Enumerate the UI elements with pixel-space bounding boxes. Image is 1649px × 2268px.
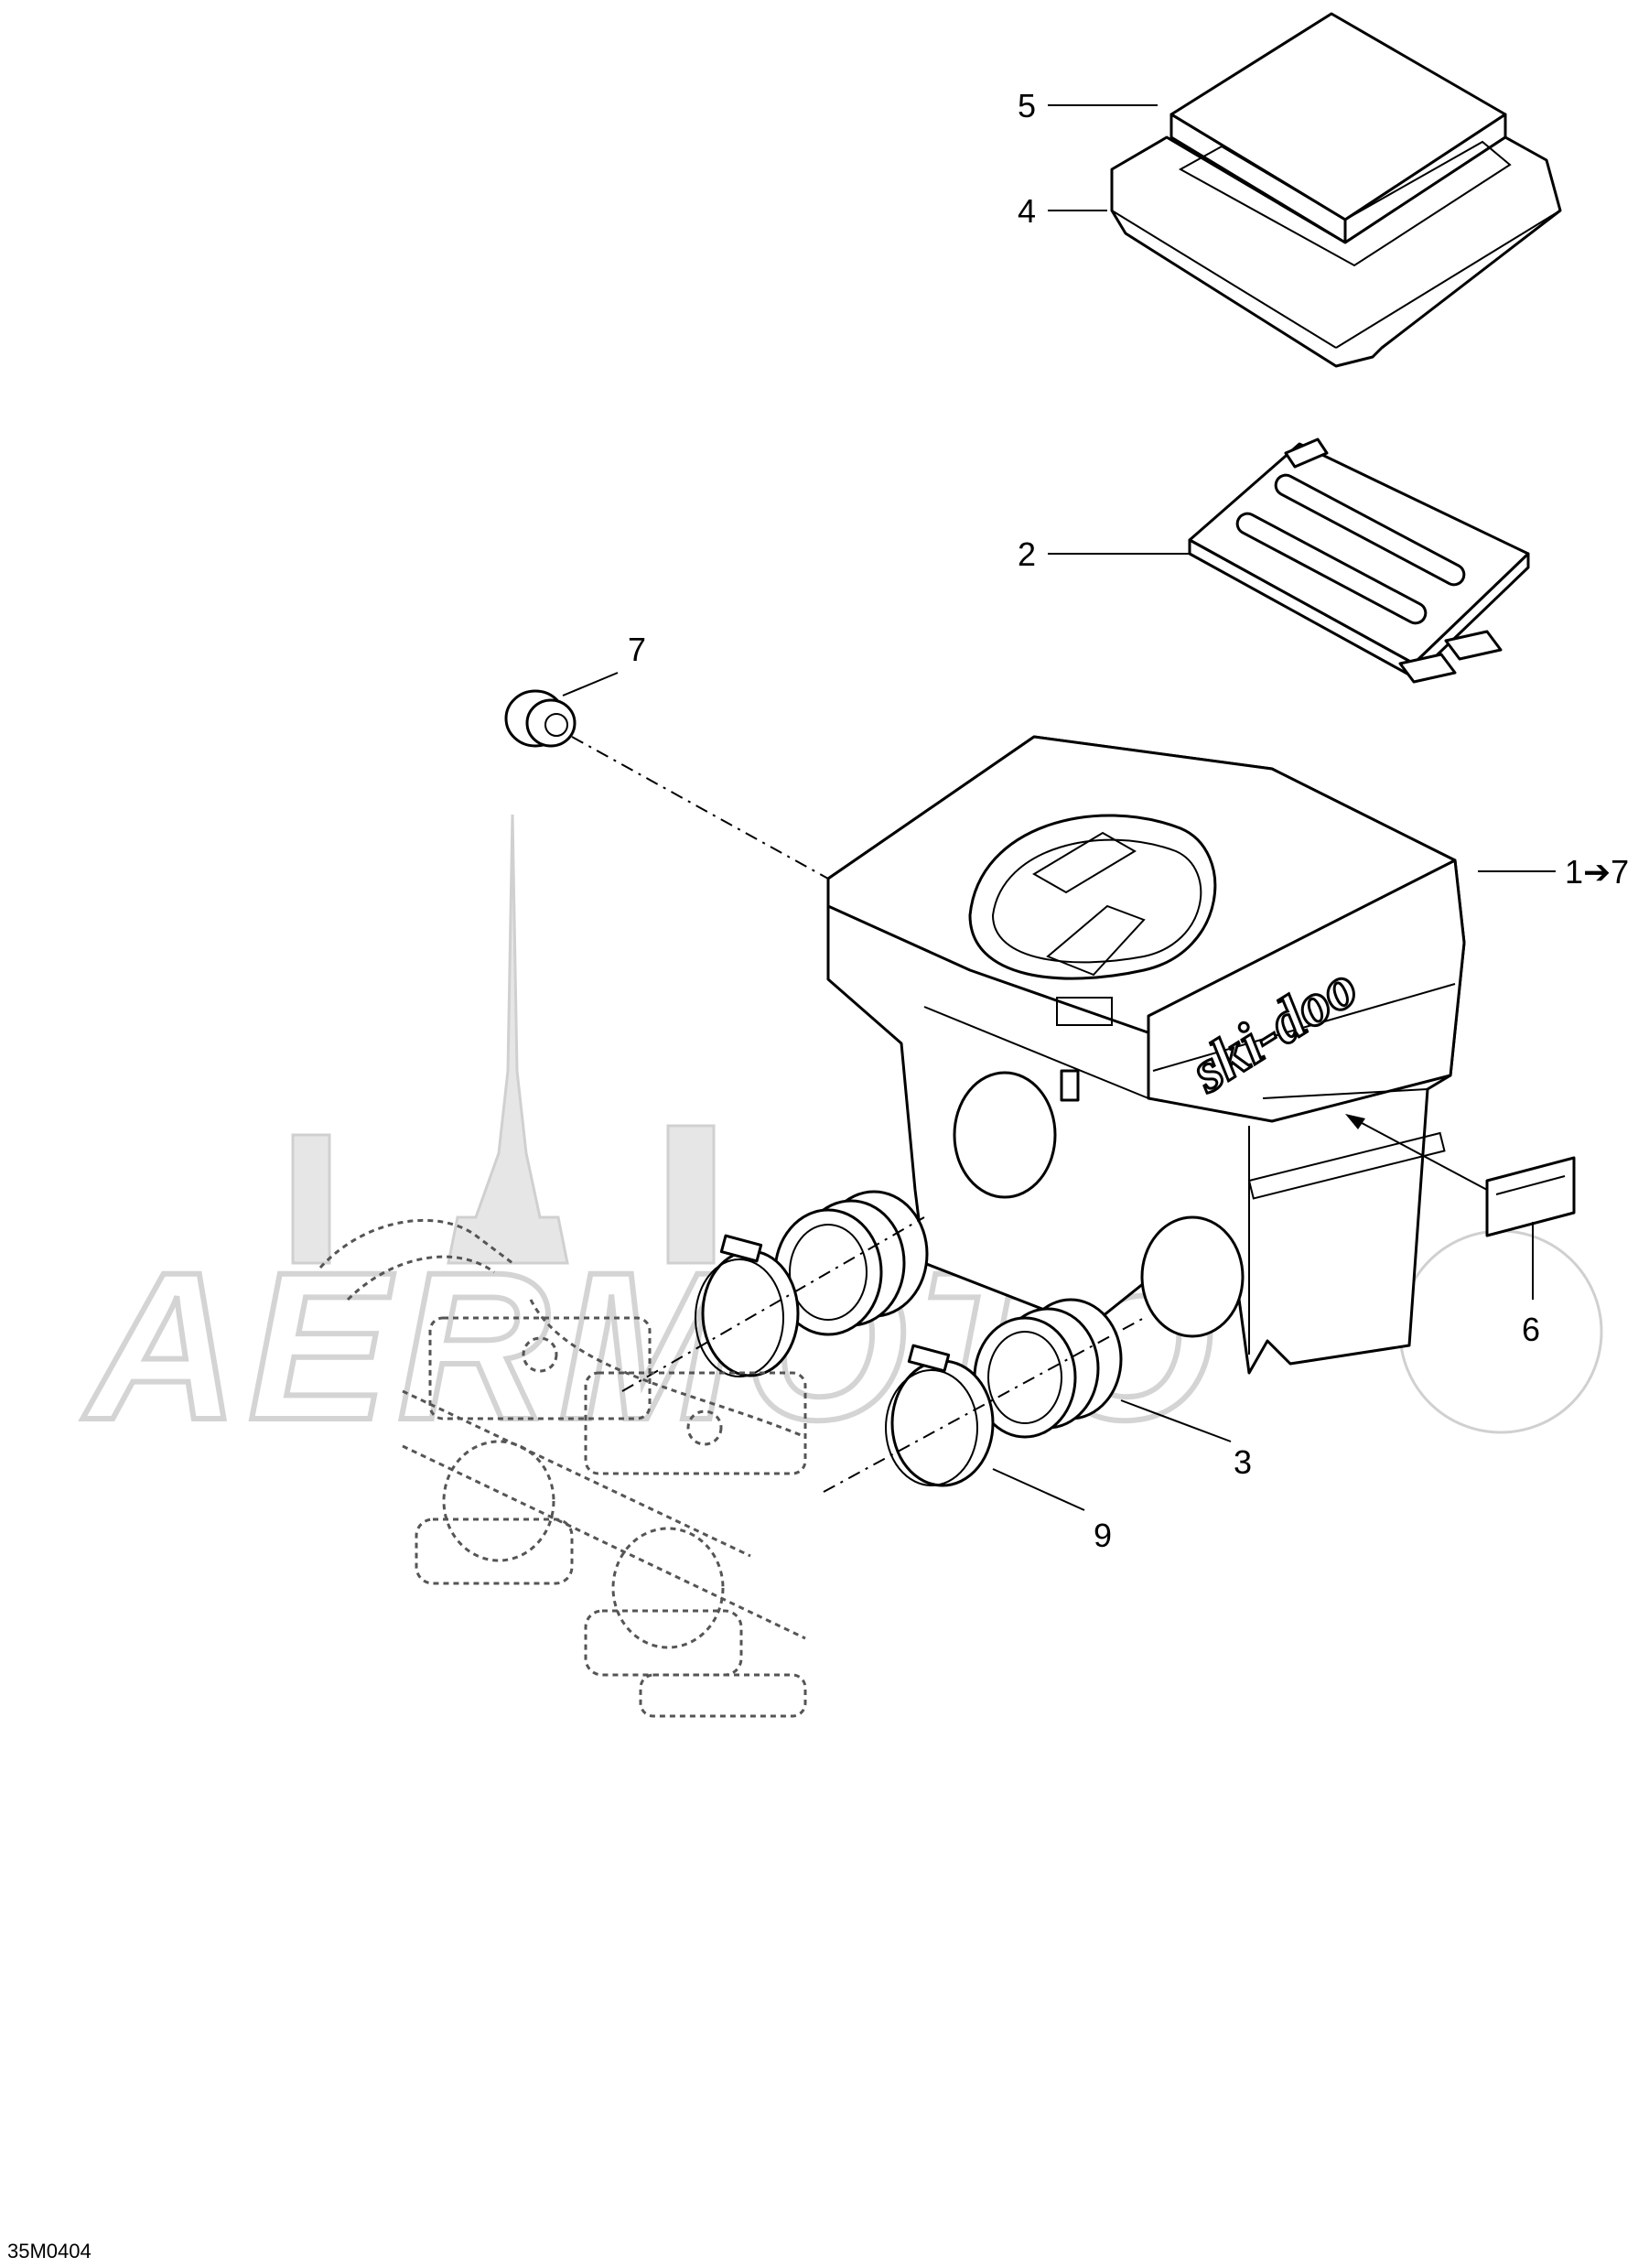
callout-1-to-7: 1➔7 — [1565, 853, 1629, 891]
part-label — [1485, 1156, 1576, 1237]
callout-6: 6 — [1522, 1311, 1540, 1348]
drawing-code: 35M0404 — [7, 2240, 92, 2263]
centerline-upper — [621, 1216, 925, 1392]
part-filter-frame — [1110, 135, 1562, 368]
arrow-label-to-box — [1349, 1116, 1488, 1191]
watermark-tower-right — [666, 1124, 716, 1265]
part-grommet — [504, 689, 577, 748]
callouts: 5 4 2 7 1➔7 6 3 9 — [562, 87, 1629, 1554]
part-clamp-lower — [885, 1344, 995, 1487]
part-air-silencer: ski-doo — [826, 735, 1466, 1375]
part-plate — [1188, 437, 1530, 684]
watermark-tower-left — [291, 1133, 331, 1265]
watermark-wheel — [1398, 1229, 1603, 1434]
centerline-lower — [823, 1317, 1145, 1493]
outlet-left — [953, 1071, 1057, 1199]
callout-5: 5 — [1018, 87, 1036, 124]
carburetor-assembly-ghost — [318, 1219, 807, 1718]
watermark-spire — [447, 814, 569, 1265]
part-clamp-upper — [695, 1234, 800, 1377]
callout-7: 7 — [628, 631, 646, 668]
arrow-head — [1345, 1114, 1365, 1129]
leader-dash-grommet — [571, 736, 829, 880]
callout-4: 4 — [1018, 192, 1036, 230]
callout-3: 3 — [1234, 1443, 1252, 1481]
callout-2: 2 — [1018, 535, 1036, 573]
callout-9: 9 — [1094, 1517, 1112, 1554]
outlet-right — [1140, 1215, 1245, 1338]
part-adaptor-lower — [973, 1298, 1123, 1439]
